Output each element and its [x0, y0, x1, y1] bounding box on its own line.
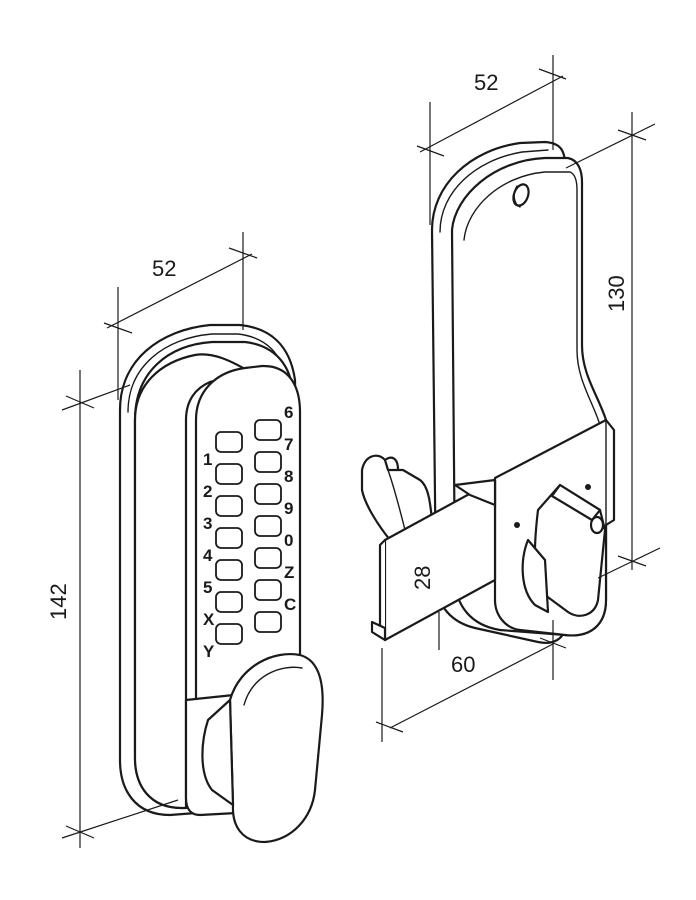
- dimension-front-height: 142: [46, 370, 179, 848]
- key-label-left: 2: [203, 482, 212, 501]
- front-keypad-unit: 1 2 3 4 5 X Y 6 7 8 9 0 Z C: [118, 323, 324, 844]
- key-row-2: [215, 451, 282, 485]
- dimension-label-rear-height: 130: [604, 275, 629, 312]
- key-label-right: 6: [284, 403, 293, 422]
- dimension-label-front-height: 142: [46, 583, 71, 620]
- dimension-latch-length: 60: [375, 612, 567, 742]
- dimension-latch-depth: 28: [410, 566, 435, 590]
- dimension-label-latch-length: 60: [451, 652, 475, 677]
- key-label-left: 5: [203, 578, 212, 597]
- key-label-right: 9: [284, 499, 293, 518]
- key-label-right: 0: [284, 531, 293, 550]
- key-right-6: [254, 579, 282, 601]
- dimension-label-latch-depth: 28: [410, 566, 435, 590]
- key-row-3: [215, 483, 282, 517]
- rear-screw-dot: [585, 484, 591, 490]
- key-left-2: [215, 463, 243, 485]
- dimension-label-front-width: 52: [152, 256, 176, 281]
- dimension-label-rear-width: 52: [474, 70, 498, 95]
- key-left-5: [215, 559, 243, 581]
- key-label-left: Y: [203, 642, 215, 661]
- dimension-rear-height: 130: [565, 112, 661, 579]
- key-label-right: Z: [284, 563, 294, 582]
- key-label-right: 7: [284, 435, 293, 454]
- key-row-4: [215, 515, 282, 549]
- rear-screw-dot: [514, 522, 520, 528]
- keypad-left-labels: 1 2 3 4 5 X Y: [203, 450, 215, 661]
- key-label-right: C: [284, 595, 296, 614]
- key-right-5: [254, 547, 282, 569]
- key-right-2: [254, 451, 282, 473]
- key-right-4: [254, 515, 282, 537]
- key-left-1: [215, 431, 243, 453]
- rear-plate-inner-face: [463, 171, 601, 426]
- keypad-keys: [215, 419, 282, 645]
- key-row-7: [215, 611, 282, 645]
- key-left-3: [215, 495, 243, 517]
- key-label-left: X: [203, 610, 215, 629]
- front-knob: [201, 653, 324, 844]
- keypad-right-labels: 6 7 8 9 0 Z C: [284, 403, 296, 614]
- dimension-rear-width: 52: [416, 55, 567, 225]
- key-right-7: [254, 611, 282, 633]
- rear-latch-hook: [360, 454, 435, 542]
- key-left-4: [215, 527, 243, 549]
- key-right-1: [254, 419, 282, 441]
- front-side-face: [133, 353, 252, 810]
- key-label-left: 4: [203, 546, 213, 565]
- dimension-front-width: 52: [103, 232, 258, 400]
- key-left-7: [215, 623, 243, 645]
- key-left-6: [215, 591, 243, 613]
- rear-back-plate-edge: [439, 149, 549, 233]
- key-label-left: 1: [203, 450, 212, 469]
- rear-latch-bracket: [370, 478, 497, 642]
- rear-thumb-turn: [521, 483, 607, 617]
- key-row-5: [215, 547, 282, 581]
- key-right-3: [254, 483, 282, 505]
- key-label-right: 8: [284, 467, 293, 486]
- key-row-1: [215, 419, 282, 453]
- rear-unit: [360, 140, 616, 644]
- key-label-left: 3: [203, 514, 212, 533]
- key-row-6: [215, 579, 282, 613]
